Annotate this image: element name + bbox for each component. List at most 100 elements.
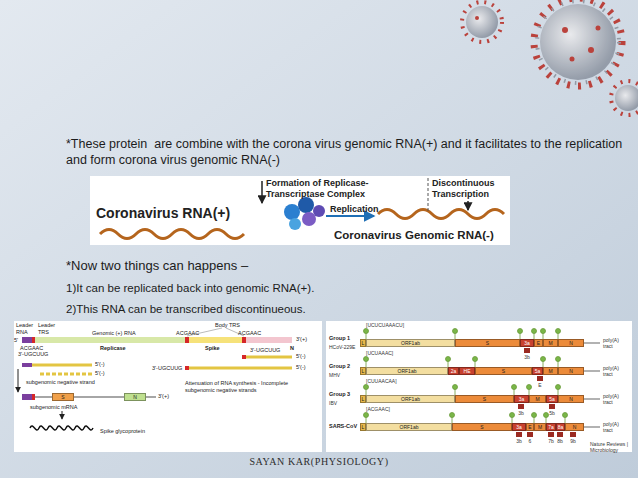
- genome-tail: [584, 370, 600, 372]
- trs-pin: [532, 413, 537, 418]
- gene-name: S: [480, 424, 483, 430]
- figure-annotation: subgenomic negative strand: [26, 379, 95, 386]
- genome-tail: [584, 398, 600, 400]
- gene-segment: 2a: [448, 367, 459, 375]
- gene-segment: S: [455, 339, 520, 347]
- trs-pin: [556, 385, 561, 390]
- figure-annotation: 5': [14, 337, 18, 344]
- gene-name: M: [538, 424, 542, 430]
- figure-label: Formation of Replicase- Transcriptase Co…: [266, 178, 396, 200]
- trs-pin: [556, 357, 561, 362]
- arrow: [467, 201, 469, 210]
- gene-name: M: [548, 368, 552, 374]
- figure-annotation: [UCUAAAC]: [366, 350, 393, 356]
- trs-pin: [453, 329, 458, 334]
- gene-segment: E: [526, 423, 534, 431]
- gene-segment: 7a: [546, 423, 556, 431]
- negative-strand: [189, 367, 292, 370]
- figure-annotation: 5'(-): [95, 370, 105, 377]
- gene-segment: N: [558, 395, 584, 403]
- figure-label: Discontinuous Transcription: [432, 178, 512, 200]
- gene-segment: M: [529, 395, 546, 403]
- figure-annotation: 3'(+): [296, 336, 307, 343]
- trs-pin: [473, 357, 478, 362]
- leader-block: [22, 363, 32, 367]
- arrow: [62, 411, 63, 419]
- protein-subunit: [284, 204, 300, 220]
- figure-annotation: [UCUCUAAACU]: [366, 322, 404, 328]
- gene-name: N: [569, 396, 573, 402]
- spike-region: [189, 337, 242, 343]
- gene-segment: S: [475, 367, 532, 375]
- gene-segment: S: [455, 395, 514, 403]
- gene-label: Spike: [205, 345, 220, 352]
- gene-name: L: [362, 340, 365, 346]
- gene-name: N: [573, 424, 577, 430]
- virus-body: [466, 6, 498, 38]
- rna-strand: [378, 210, 504, 219]
- trs-pin: [364, 385, 369, 390]
- gene-name: 3a: [519, 396, 525, 402]
- gene-name: L: [362, 396, 365, 402]
- gene-segment: 3a: [512, 423, 526, 431]
- trs-pin: [364, 413, 369, 418]
- protein-coil: [30, 426, 93, 430]
- figure-annotation: poly(A) tract: [603, 365, 629, 377]
- gene-name: S: [502, 368, 505, 374]
- gene-name: ORF1ab: [401, 396, 420, 402]
- gene-name: E: [528, 424, 531, 430]
- arrow: [18, 369, 19, 392]
- figure-annotation: IBV: [329, 400, 337, 406]
- gene-name: L: [362, 368, 365, 374]
- gene-segment: 3a: [520, 339, 534, 347]
- virus-body: [540, 4, 616, 80]
- trs-mark: [242, 337, 246, 343]
- trs-pin: [544, 413, 549, 418]
- gene-segment: E: [534, 339, 543, 347]
- gene-name: 5a: [549, 396, 555, 402]
- accessory-gene: [537, 376, 543, 381]
- figure-annotation: ACGAAC: [20, 345, 43, 352]
- figure-annotation: 3'(+): [158, 393, 169, 400]
- figure-annotation: Leader RNA: [16, 322, 38, 335]
- trs-pin: [364, 357, 369, 362]
- gene-name: ORF1ab: [401, 340, 420, 346]
- virus-spot: [475, 16, 479, 20]
- virus-spot: [596, 26, 601, 31]
- trs-pin: [512, 385, 517, 390]
- figure-annotation: Leader TRS: [38, 322, 60, 335]
- figure-label: Coronavirus RNA(+): [96, 205, 230, 222]
- gene-segment: N: [558, 367, 584, 375]
- accessory-gene: [549, 404, 555, 409]
- gene-label: 9b: [567, 438, 579, 444]
- gene-label: 3b: [513, 438, 525, 444]
- trs-pin: [510, 413, 515, 418]
- trs-pin: [446, 357, 451, 362]
- rna-strand: [100, 230, 244, 239]
- group-label: Group 1: [329, 335, 350, 342]
- figure-annotation: poly(A) tract: [603, 337, 629, 349]
- group-label: SARS-CoV: [329, 423, 357, 430]
- accessory-gene: [524, 348, 530, 353]
- gene-label: 3b: [521, 354, 533, 360]
- gene-name: L: [362, 424, 365, 430]
- gene-label: 3b: [515, 410, 527, 416]
- gene-name: E: [537, 340, 540, 346]
- gene-segment: HE: [459, 367, 475, 375]
- figure-annotation: MHV: [329, 372, 340, 378]
- replicase-region: [35, 337, 185, 343]
- figure-annotation: poly(A) tract: [603, 393, 629, 405]
- gene-segment: 5a: [546, 395, 558, 403]
- gene-segment: N: [565, 423, 584, 431]
- genome-tail: [584, 426, 600, 428]
- trs-pin: [556, 329, 561, 334]
- gene-name: N: [569, 340, 573, 346]
- gene-label: N: [290, 345, 294, 352]
- gene-segment: S: [52, 393, 74, 401]
- gene-segment: N: [124, 393, 146, 401]
- gene-segment: ORF1ab: [366, 395, 455, 403]
- accessory-gene: [527, 432, 533, 437]
- gene-name: 5a: [535, 368, 541, 374]
- figure-annotation: 3'-UGCUUG: [18, 351, 48, 358]
- trs-mark: [32, 337, 35, 343]
